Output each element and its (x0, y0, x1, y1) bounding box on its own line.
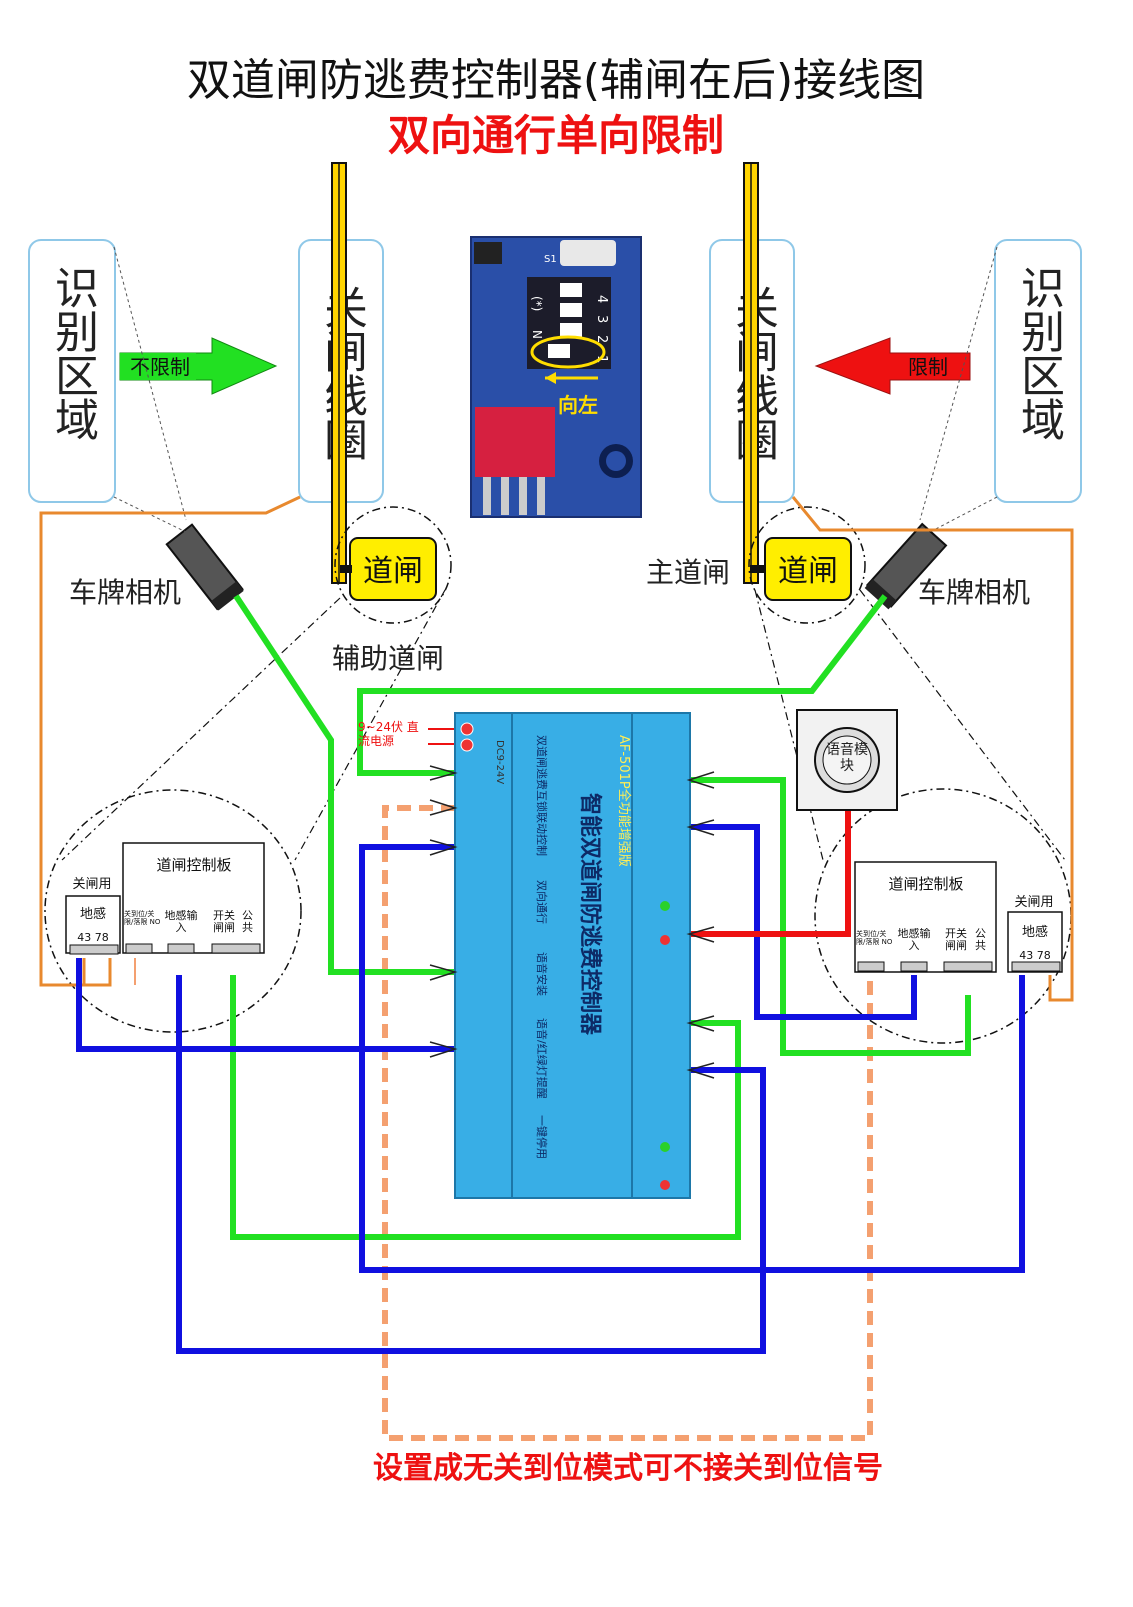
optional-in-position-wire (382, 805, 873, 1441)
controller-name: 智能双道闸防逃费控制器 (577, 793, 603, 1036)
controller-feature-4: 语音/红绿灯提醒 (535, 1018, 549, 1099)
right-gate-caption: 主道闸 (646, 556, 730, 589)
voice-module-label: 语音模块 (826, 742, 868, 774)
right-open-close-label: 开关闸闸 (945, 928, 967, 952)
power-supply-label: 9~24伏 直流电源 (358, 720, 419, 748)
right-camera-icon (864, 522, 948, 610)
right-gate-callout (748, 506, 866, 624)
left-gate-callout (334, 506, 452, 624)
voice-module-icon (796, 709, 898, 811)
left-gate-control-board: 道闸控制板 关闸用 地感 43 78 关到位/关限/落限 NO 地感输入 开关闸… (65, 842, 265, 955)
page-subtitle: 双向通行单向限制 (388, 111, 724, 160)
power-label: 9~24伏 直流电源 (358, 720, 419, 748)
dip-button-icon (560, 240, 616, 266)
left-recognition-area-box (28, 239, 116, 503)
controller-feature-5: 一键停用 (535, 1115, 549, 1159)
left-in-position-label: 关到位/关限/落限 NO (124, 910, 161, 926)
controller-model: AF-501P全功能增强版 (616, 735, 632, 867)
left-recognition-area: 识别区域 (47, 265, 98, 441)
dip-on-label: N (530, 330, 544, 339)
left-loop-box-label: 地感 (80, 906, 106, 922)
right-direction-arrow (814, 337, 971, 395)
dip-number-4: 4 (594, 295, 609, 303)
right-terminal-numbers: 43 78 (1019, 949, 1051, 962)
left-recognition-area-label: 识别区域 (47, 265, 98, 441)
left-arrow-label: 不限制 (130, 355, 190, 379)
right-recognition-area-box (994, 239, 1082, 503)
right-loop-box-title: 关闸用 (1014, 895, 1053, 910)
right-in-position-label: 关到位/关限/落限 NO (856, 930, 893, 946)
voice-module: 语音模块 (826, 742, 868, 774)
left-common-label: 公共 (242, 910, 253, 934)
right-camera-wire (357, 594, 888, 776)
right-loop-input-wire (689, 824, 917, 1020)
right-recognition-area-label: 识别区域 (1013, 265, 1064, 441)
left-camera-label: 车牌相机 (69, 576, 181, 609)
left-open-close-wire (230, 975, 741, 1240)
left-loop-input-label: 地感输入 (164, 910, 198, 934)
dip-s1-label: S1 (544, 254, 557, 265)
right-open-close-wire (689, 777, 971, 1056)
dip-highlight-ring (530, 335, 606, 369)
right-loop-box-label: 地感 (1022, 924, 1048, 940)
left-gate-caption: 辅助道闸 (332, 642, 444, 675)
controller-feature-2: 双向通行 (535, 880, 549, 924)
controller-feature-1: 双道闸逃费互锁联动控制 (535, 735, 549, 856)
right-camera-label: 车牌相机 (918, 576, 1030, 609)
right-common-label: 公共 (975, 928, 986, 952)
dip-direction-label: 向左 (558, 393, 598, 417)
left-terminal-numbers: 43 78 (77, 931, 109, 944)
left-loop-signal-wire (76, 958, 455, 1052)
dip-mark: (*) (530, 296, 544, 311)
left-board-callout (44, 789, 302, 1033)
right-loop-wire (791, 496, 1074, 1002)
voice-module-wire (689, 810, 851, 937)
dip-number-3: 3 (594, 315, 609, 323)
left-camera-icon (165, 523, 244, 611)
left-loop-box-title: 关闸用 (72, 877, 111, 892)
dip-number-2: 2 (594, 335, 609, 343)
right-loop-signal-wire (359, 844, 1025, 1273)
controller-power-label: DC9-24V (494, 740, 505, 784)
left-loop-wire (39, 495, 301, 987)
right-board-title: 道闸控制板 (888, 875, 963, 893)
footer-note: 设置成无关到位模式可不接关到位信号 (373, 1451, 883, 1486)
left-open-close-label: 开关闸闸 (213, 910, 235, 934)
left-loop-input-wire (176, 975, 766, 1354)
right-gate-label: 道闸 (778, 554, 838, 589)
right-gate-control-board: 道闸控制板 关闸用 地感 43 78 关到位/关限/落限 NO 地感输入 开关闸… (854, 861, 1063, 973)
right-loop-input-label: 地感输入 (897, 928, 931, 952)
right-recognition-area: 识别区域 (1013, 265, 1064, 441)
main-controller: DC9-24V AF-501P全功能增强版 智能双道闸防逃费控制器 双道闸逃费互… (454, 712, 691, 1199)
left-gate-label: 道闸 (363, 554, 423, 589)
page-title: 双道闸防逃费控制器(辅闸在后)接线图 (187, 55, 925, 106)
controller-feature-3: 语音安装 (535, 952, 549, 996)
left-camera-wire (233, 594, 455, 975)
dip-switch-photo: S1 4 3 2 1 (*) N 向左 (470, 236, 642, 518)
left-board-title: 道闸控制板 (156, 856, 231, 874)
right-arrow-label: 限制 (908, 355, 948, 379)
